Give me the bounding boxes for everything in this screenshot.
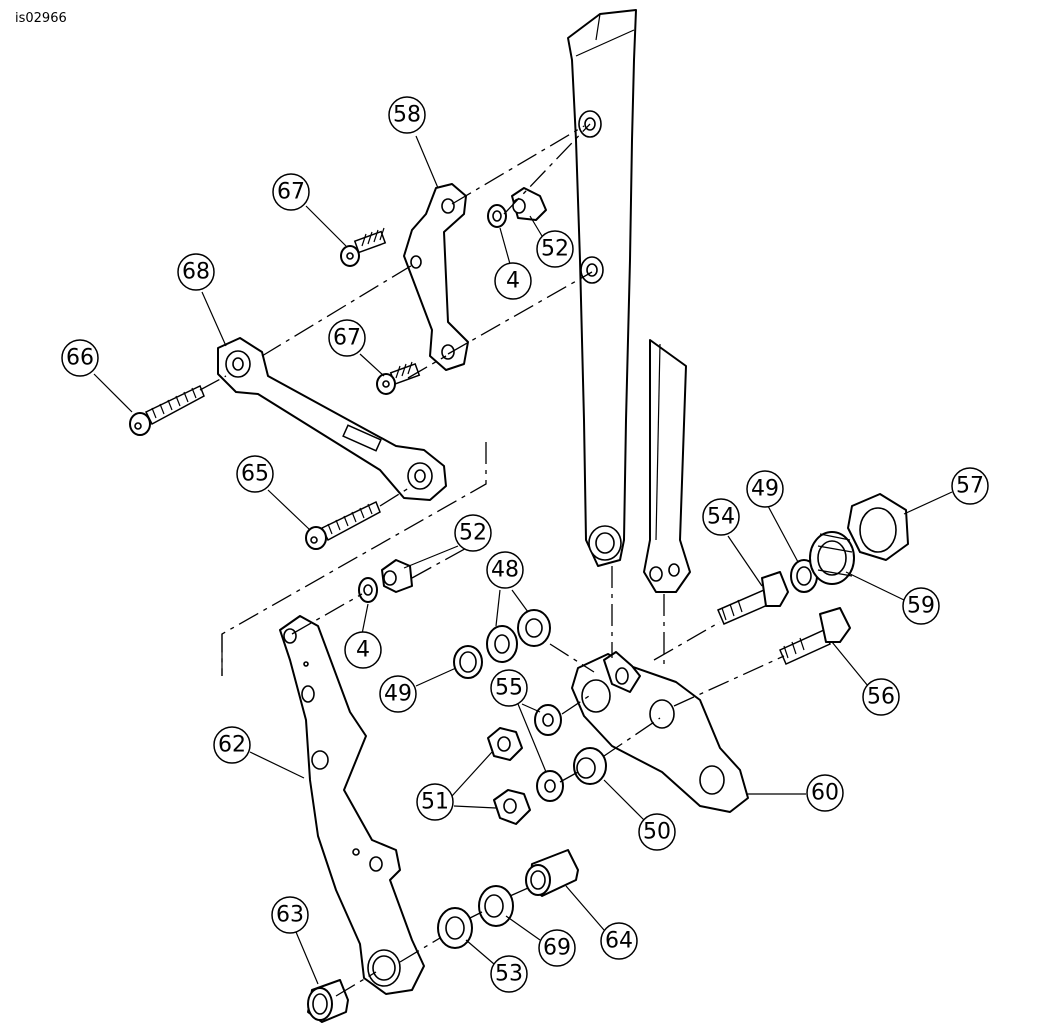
callout-54-label: 54 <box>707 505 735 530</box>
cap-nut-52-upper <box>511 187 547 221</box>
callout-63-label: 63 <box>276 903 304 928</box>
threaded-sleeve-59 <box>809 531 855 585</box>
upright-leg <box>567 9 637 567</box>
bolt-65 <box>305 500 381 550</box>
callout-69: 69 <box>538 929 576 967</box>
spacer-50 <box>573 747 607 785</box>
callout-68: 68 <box>177 253 215 291</box>
callout-67-upper-label: 67 <box>277 180 305 205</box>
callout-50: 50 <box>638 813 676 851</box>
drawing-reference-code: is02966 <box>15 11 67 26</box>
washer-49-left <box>453 645 483 679</box>
callout-69-label: 69 <box>543 936 571 961</box>
callout-58: 58 <box>388 96 426 134</box>
nut-51-lower <box>493 789 531 825</box>
bolt-66 <box>129 384 205 436</box>
callout-67-lower: 67 <box>328 319 366 357</box>
washer-69 <box>478 885 514 927</box>
washer-53 <box>437 907 473 949</box>
bracket-58 <box>403 183 469 371</box>
large-nut-57 <box>847 493 909 561</box>
callout-66: 66 <box>61 339 99 377</box>
callout-53: 53 <box>490 955 528 993</box>
callout-58-label: 58 <box>393 103 421 128</box>
callout-4-upper: 4 <box>494 262 532 300</box>
callout-51-label: 51 <box>421 790 449 815</box>
callout-59: 59 <box>902 587 940 625</box>
callout-51: 51 <box>416 783 454 821</box>
screw-67-upper <box>340 227 387 267</box>
bushing-48-b <box>486 625 518 663</box>
screw-67-lower <box>376 361 421 395</box>
callout-60-label: 60 <box>811 781 839 806</box>
callout-52-lower-label: 52 <box>459 521 487 546</box>
washer-49-right <box>790 559 818 593</box>
callout-56-label: 56 <box>867 685 895 710</box>
side-plate-62 <box>279 615 425 995</box>
washer-4-upper <box>487 204 507 228</box>
link-rod <box>643 339 691 593</box>
bolt-56 <box>779 607 851 665</box>
callout-60: 60 <box>806 774 844 812</box>
callout-68-label: 68 <box>182 260 210 285</box>
callout-66-label: 66 <box>66 346 94 371</box>
callout-64-label: 64 <box>605 929 633 954</box>
bushing-64 <box>525 849 579 897</box>
link-arm-68 <box>217 337 447 501</box>
callout-57: 57 <box>951 467 989 505</box>
callout-54: 54 <box>702 498 740 536</box>
washer-55-upper <box>534 704 562 736</box>
callout-49-right-label: 49 <box>751 477 779 502</box>
hidden-frame-outline <box>221 442 487 676</box>
callout-65: 65 <box>236 455 274 493</box>
callout-52-upper: 52 <box>536 230 574 268</box>
callout-64: 64 <box>600 922 638 960</box>
nut-51-upper <box>487 727 523 761</box>
callout-4-lower: 4 <box>344 631 382 669</box>
callout-48-label: 48 <box>491 558 519 583</box>
callout-52-lower: 52 <box>454 514 492 552</box>
callout-48: 48 <box>486 551 524 589</box>
callout-62-label: 62 <box>218 733 246 758</box>
hinge-plate-60 <box>571 651 749 813</box>
cap-nut-52-lower <box>381 559 413 593</box>
callout-55-label: 55 <box>495 676 523 701</box>
bushing-63 <box>307 979 349 1023</box>
callout-4-lower-label: 4 <box>356 638 370 663</box>
bolt-54 <box>717 571 789 625</box>
callout-62: 62 <box>213 726 251 764</box>
callout-49-left-label: 49 <box>384 682 412 707</box>
callout-63: 63 <box>271 896 309 934</box>
callout-65-label: 65 <box>241 462 269 487</box>
callout-67-upper: 67 <box>272 173 310 211</box>
callout-67-lower-label: 67 <box>333 326 361 351</box>
callout-52-upper-label: 52 <box>541 237 569 262</box>
callout-49-right: 49 <box>746 470 784 508</box>
assembly-axis-lines <box>199 123 785 997</box>
callout-4-upper-label: 4 <box>506 269 520 294</box>
bushing-48-a <box>517 609 551 647</box>
callout-57-label: 57 <box>956 474 984 499</box>
washer-4-lower <box>358 577 378 603</box>
callout-49-left: 49 <box>379 675 417 713</box>
callout-59-label: 59 <box>907 594 935 619</box>
callout-56: 56 <box>862 678 900 716</box>
callout-53-label: 53 <box>495 962 523 987</box>
callout-50-label: 50 <box>643 820 671 845</box>
callout-55: 55 <box>490 669 528 707</box>
leader-lines <box>93 135 953 985</box>
washer-55-lower <box>536 770 564 802</box>
